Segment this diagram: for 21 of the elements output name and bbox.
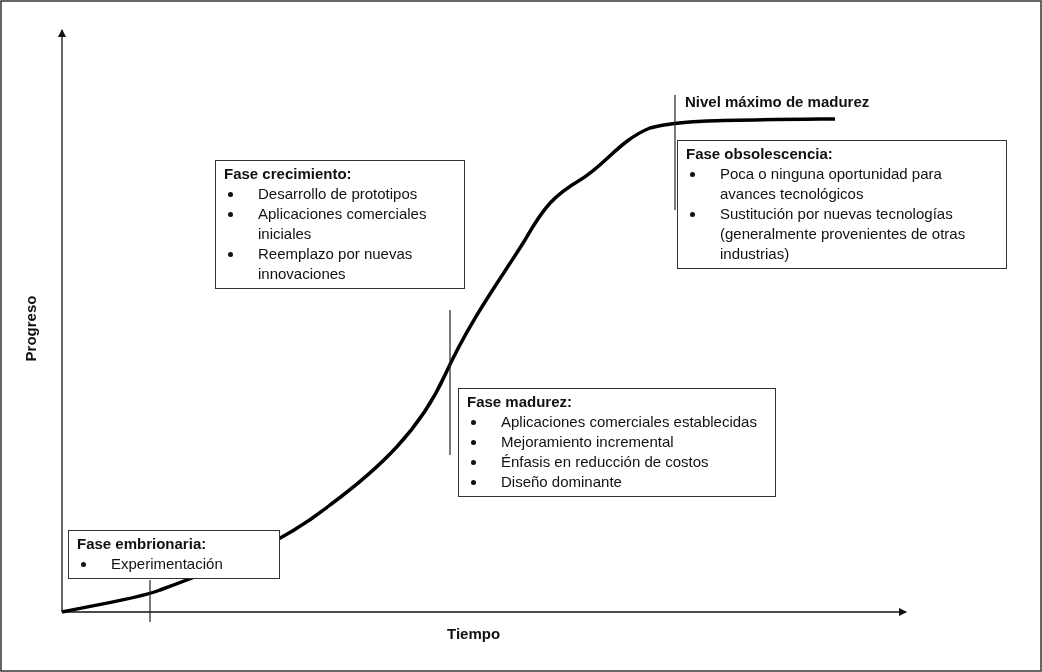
phase-box xyxy=(458,388,776,497)
bullet-item: Aplicaciones comerciales iniciales xyxy=(224,204,456,244)
phase-heading: Fase embrionaria: xyxy=(77,534,208,554)
phase-heading: Fase crecimiento: xyxy=(224,164,353,184)
phase-heading: Fase madurez: xyxy=(467,392,574,412)
axis-title: Tiempo xyxy=(447,625,501,642)
bullet-item: Desarrollo de prototipos xyxy=(224,184,456,204)
bullet-item: Diseño dominante xyxy=(467,472,767,492)
phase-heading: Fase obsolescencia: xyxy=(686,144,834,164)
bullet-item: Poca o ninguna oportunidad para avances tecnológicos xyxy=(686,164,998,204)
phase-box xyxy=(677,140,1007,269)
bullet-item: Aplicaciones comerciales establecidas xyxy=(467,412,767,432)
axis-title: Progreso xyxy=(21,294,39,364)
phase-box xyxy=(215,160,465,289)
bullet-item: Experimentación xyxy=(77,554,271,574)
bullet-item: Sustitución por nuevas tecnologías (generalmente provenientes de otras industrias) xyxy=(686,204,998,264)
phase-box xyxy=(68,530,280,579)
bullet-item: Énfasis en reducción de costos xyxy=(467,452,767,472)
bullet-item: Reemplazo por nuevas innovaciones xyxy=(224,244,456,284)
curve-label: Nivel máximo de madurez xyxy=(685,93,870,110)
bullet-item: Mejoramiento incremental xyxy=(467,432,767,452)
